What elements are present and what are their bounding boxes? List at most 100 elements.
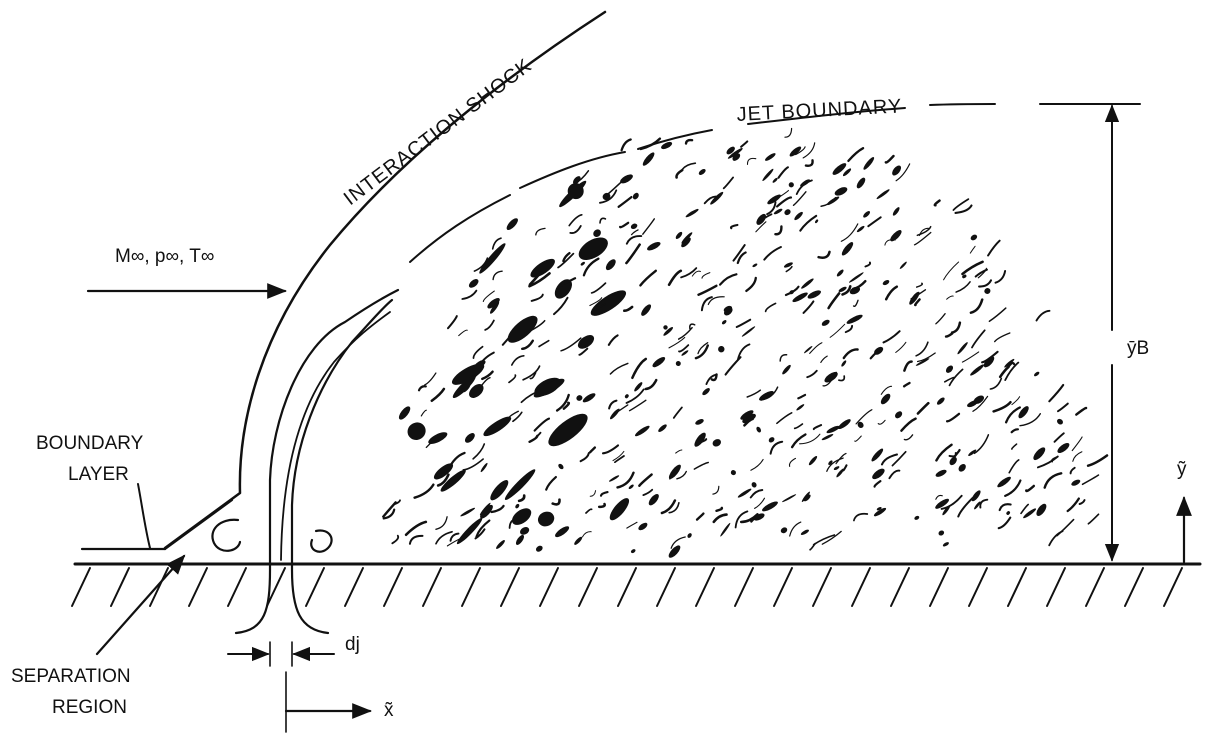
eddy-stroke xyxy=(481,370,494,381)
eddy-stroke xyxy=(873,480,882,488)
eddy-stroke xyxy=(1057,402,1069,413)
eddy-stroke xyxy=(538,339,550,348)
eddy-blob xyxy=(681,232,693,244)
eddy-stroke xyxy=(1004,479,1022,497)
eddy-stroke xyxy=(998,503,1012,512)
eddy-stroke xyxy=(749,489,764,499)
eddy-blob xyxy=(511,508,532,525)
eddy-blob xyxy=(533,378,565,398)
eddy-stroke xyxy=(910,289,927,300)
eddy-stroke xyxy=(625,388,645,404)
eddy-blob xyxy=(507,315,538,343)
eddy-stroke xyxy=(777,166,789,179)
eddy-stroke xyxy=(989,377,1003,390)
eddy-blob xyxy=(440,469,466,492)
eddy-stroke xyxy=(625,243,641,265)
eddy-stroke xyxy=(601,444,620,455)
eddy-stroke xyxy=(476,351,495,370)
eddy-stroke xyxy=(701,272,711,279)
eddy-stroke xyxy=(903,360,913,372)
eddy-stroke xyxy=(582,257,600,277)
eddy-blob xyxy=(630,223,638,230)
eddy-stroke xyxy=(829,323,846,338)
eddy-stroke xyxy=(630,229,639,236)
eddy-stroke xyxy=(625,235,643,245)
eddy-blob xyxy=(874,346,884,355)
eddy-stroke xyxy=(948,368,964,387)
eddy-stroke xyxy=(1087,513,1100,525)
eddy-stroke xyxy=(585,508,593,514)
eddy-blob xyxy=(572,176,581,185)
eddy-stroke xyxy=(844,324,854,334)
eddy-blob xyxy=(468,279,479,288)
eddy-stroke xyxy=(933,199,941,207)
hatch-mark xyxy=(1124,567,1144,607)
eddy-blob xyxy=(698,169,706,175)
eddy-blob xyxy=(694,432,706,447)
eddy-blob xyxy=(718,346,725,353)
eddy-stroke xyxy=(802,142,816,159)
eddy-blob xyxy=(803,345,813,354)
eddy-stroke xyxy=(777,189,789,199)
eddy-stroke xyxy=(852,299,859,307)
hatch-mark xyxy=(383,567,403,607)
eddy-stroke xyxy=(852,279,867,291)
eddy-stroke xyxy=(766,201,777,216)
eddy-stroke xyxy=(954,204,973,214)
eddy-stroke xyxy=(1004,406,1021,424)
eddy-stroke xyxy=(391,534,400,545)
eddy-stroke xyxy=(776,412,793,425)
eddy-stroke xyxy=(482,290,495,303)
eddy-stroke xyxy=(404,520,428,537)
eddy-blob xyxy=(398,406,411,420)
eddy-stroke xyxy=(435,516,448,530)
eddy-stroke xyxy=(826,457,844,472)
eddy-stroke xyxy=(689,323,696,330)
eddy-blob xyxy=(815,219,819,224)
eddy-stroke xyxy=(979,498,989,509)
eddy-blob xyxy=(751,482,757,488)
eddy-blob xyxy=(469,384,484,398)
hatch-mark xyxy=(266,567,286,607)
eddy-stroke xyxy=(1069,466,1076,475)
eddy-stroke xyxy=(1010,428,1019,434)
eddy-stroke xyxy=(628,399,647,412)
eddy-blob xyxy=(559,180,587,208)
jet-core-line xyxy=(280,311,391,561)
eddy-stroke xyxy=(827,292,841,310)
eddy-stroke xyxy=(788,457,797,467)
eddy-stroke xyxy=(799,214,818,232)
eddy-blob xyxy=(914,515,920,520)
jet-boundary-dashes xyxy=(409,103,996,263)
eddy-blob xyxy=(1006,511,1011,515)
eddy-blob xyxy=(681,237,691,248)
eddy-stroke xyxy=(867,216,882,228)
hatch-mark xyxy=(1163,567,1183,607)
eddy-blob xyxy=(632,192,639,200)
eddy-blob xyxy=(784,209,791,216)
eddy-stroke xyxy=(877,419,886,425)
eddy-blob xyxy=(487,297,500,309)
hatch-mark xyxy=(1046,567,1066,607)
hatch-mark xyxy=(695,567,715,607)
eddy-blob xyxy=(808,456,818,466)
eddy-stroke xyxy=(430,387,446,403)
eddy-blob xyxy=(841,360,847,367)
eddy-blob xyxy=(515,503,520,509)
eddy-stroke xyxy=(599,217,607,224)
eddy-stroke xyxy=(732,244,746,262)
eddy-stroke xyxy=(559,277,577,288)
separation-region-arrow xyxy=(95,554,186,656)
eddy-blob xyxy=(593,229,601,237)
eddy-blob xyxy=(464,433,475,443)
eddy-blob xyxy=(663,325,668,330)
eddy-stroke xyxy=(626,521,638,529)
eddy-stroke xyxy=(1011,443,1018,450)
eddy-stroke xyxy=(784,127,793,138)
hatch-mark xyxy=(539,567,559,607)
eddy-stroke xyxy=(1011,396,1021,406)
eddy-stroke xyxy=(524,319,546,335)
eddy-blob xyxy=(737,488,752,498)
eddy-blob xyxy=(1036,503,1047,517)
interaction-shock-label: INTERACTION SHOCK xyxy=(340,54,536,210)
